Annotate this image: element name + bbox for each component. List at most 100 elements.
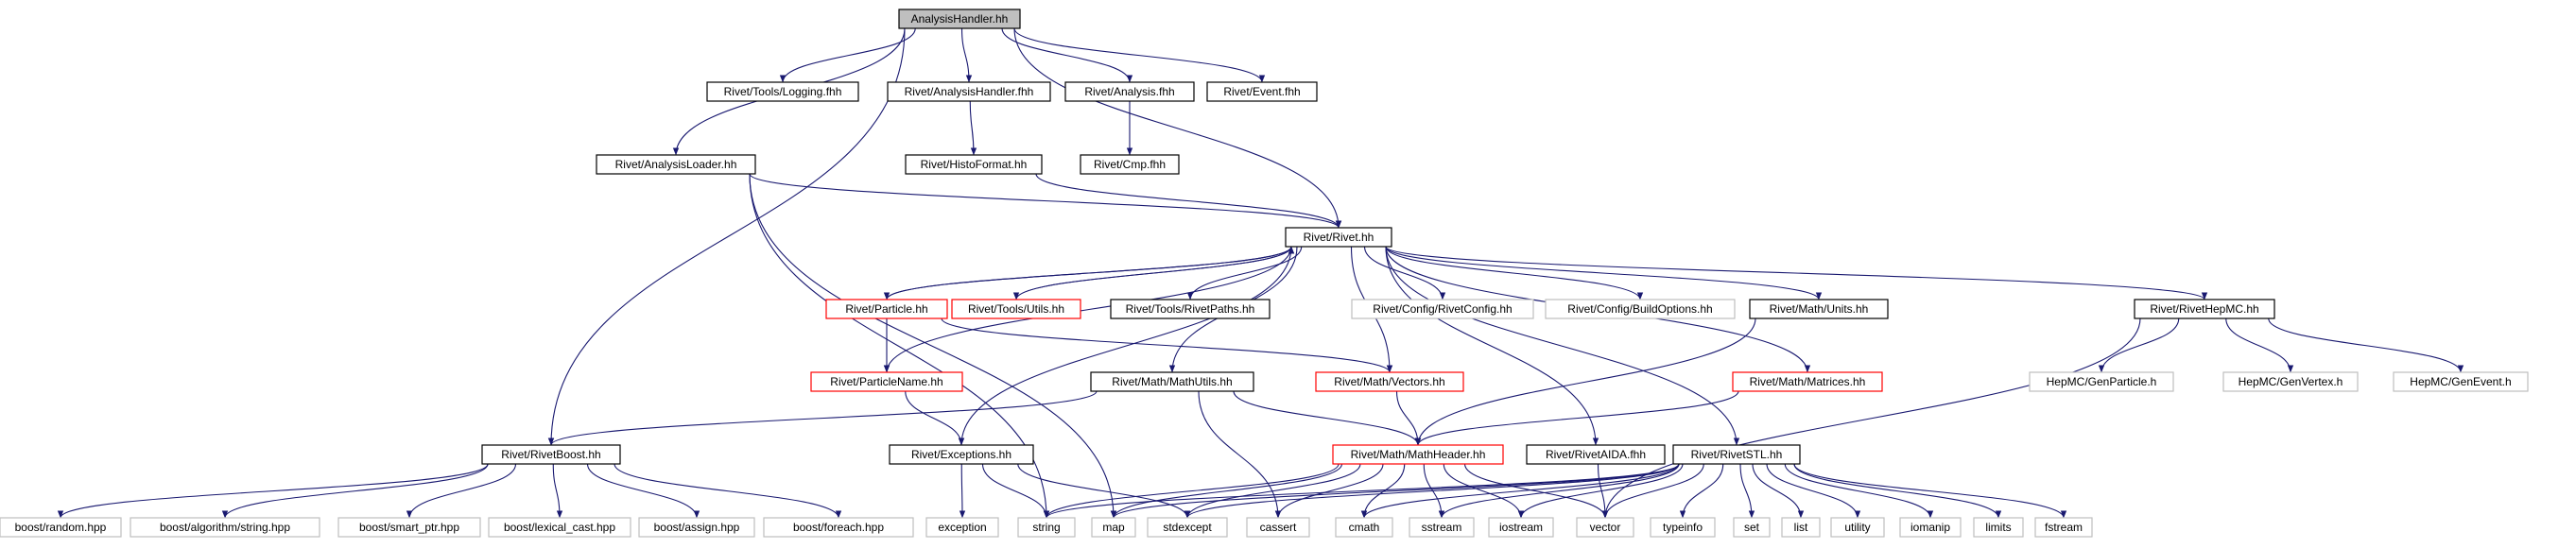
node-box [2134, 299, 2275, 319]
edge-path [1017, 463, 1191, 519]
node-label: Rivet/Math/MathHeader.hh [1351, 448, 1486, 461]
nodes-layer: AnalysisHandler.hhRivet/Tools/Logging.fh… [0, 9, 2529, 538]
node-cmath: cmath [1335, 517, 1393, 538]
node-label: Rivet/RivetAIDA.fhh [1546, 448, 1646, 461]
node-stdexcept: stdexcept [1147, 517, 1228, 538]
node-label: Rivet/Particle.hh [845, 302, 927, 316]
node-label: Rivet/Math/Vectors.hh [1334, 375, 1444, 388]
node-box [1246, 517, 1310, 538]
node-boost-string: boost/algorithm/string.hpp [130, 517, 320, 538]
node-box [1973, 517, 2024, 538]
node-cmp-fhh[interactable]: Rivet/Cmp.fhh [1080, 154, 1180, 175]
node-matrices-hh[interactable]: Rivet/Math/Matrices.hh [1732, 371, 1883, 392]
node-label: Rivet/Tools/Logging.fhh [724, 85, 842, 98]
node-label: boost/lexical_cast.hpp [504, 521, 615, 534]
node-units-hh[interactable]: Rivet/Math/Units.hh [1749, 299, 1889, 319]
node-box [810, 371, 963, 392]
node-box [1147, 517, 1228, 538]
node-box [1899, 517, 1962, 538]
edge-analysishandler_hh-to-rivet_hh [1013, 27, 1342, 229]
node-exceptions-hh[interactable]: Rivet/Exceptions.hh [889, 444, 1034, 465]
edge-path [1360, 463, 1406, 519]
node-box [2222, 371, 2359, 392]
edge-mathutils_hh-to-mathheader_hh [1233, 390, 1422, 446]
edge-mathutils_hh-to-rivetboost_hh [547, 390, 1098, 446]
edge-mathheader_hh-to-vector [1463, 463, 1609, 519]
edge-path [941, 317, 1393, 373]
node-utils-hh[interactable]: Rivet/Tools/Utils.hh [951, 299, 1081, 319]
node-cassert: cassert [1246, 517, 1310, 538]
edge-path [1414, 317, 1756, 446]
node-fstream: fstream [2034, 517, 2093, 538]
node-box [1732, 371, 1883, 392]
node-box [1409, 517, 1475, 538]
edge-path [1360, 463, 1680, 519]
node-analysisloader-hh[interactable]: Rivet/AnalysisLoader.hh [596, 154, 756, 175]
node-box [596, 154, 756, 175]
edge-rivetstl_hh-to-vector [1601, 463, 1704, 519]
node-histoformat-hh[interactable]: Rivet/HistoFormat.hh [905, 154, 1043, 175]
node-label: cmath [1349, 521, 1380, 534]
node-particle-hh[interactable]: Rivet/Particle.hh [825, 299, 948, 319]
node-box [1830, 517, 1885, 538]
edge-path [969, 100, 977, 156]
node-analysishandler-fhh[interactable]: Rivet/AnalysisHandler.fhh [887, 81, 1051, 102]
node-rivet-hh[interactable]: Rivet/Rivet.hh [1285, 227, 1392, 248]
edge-rivet_hh-to-rivethepmc_hh [1385, 246, 2207, 300]
edge-path [1679, 463, 1724, 519]
edge-mathheader_hh-to-cassert [1274, 463, 1384, 519]
node-label: HepMC/GenVertex.h [2239, 375, 2343, 388]
node-analysishandler-hh[interactable]: AnalysisHandler.hh [898, 9, 1021, 29]
node-rivetaida-fhh[interactable]: Rivet/RivetAIDA.fhh [1526, 444, 1666, 465]
node-label: sstream [1422, 521, 1462, 534]
edge-mathheader_hh-to-map [1110, 463, 1343, 519]
node-box [1017, 517, 1076, 538]
node-box [1733, 517, 1771, 538]
node-analysis-fhh[interactable]: Rivet/Analysis.fhh [1064, 81, 1195, 102]
node-label: Rivet/HistoFormat.hh [921, 158, 1028, 171]
edge-rivetboost_hh-to-boost_string [221, 463, 489, 519]
node-buildoptions-hh: Rivet/Config/BuildOptions.hh [1545, 299, 1736, 319]
edge-mathheader_hh-to-cmath [1360, 463, 1406, 519]
edge-rivetstl_hh-to-sstream [1438, 463, 1680, 519]
node-label: Rivet/Math/Matrices.hh [1750, 375, 1866, 388]
node-rivetboost-hh[interactable]: Rivet/RivetBoost.hh [481, 444, 621, 465]
node-label: cassert [1260, 521, 1297, 534]
node-rivetstl-hh[interactable]: Rivet/RivetSTL.hh [1672, 444, 1801, 465]
edge-rivetstl_hh-to-limits [1793, 463, 2002, 519]
edge-path [1233, 390, 1422, 446]
node-rivetpaths-hh[interactable]: Rivet/Tools/RivetPaths.hh [1110, 299, 1271, 319]
node-particlename-hh[interactable]: Rivet/ParticleName.hh [810, 371, 963, 392]
edge-path [1385, 246, 2207, 300]
node-box [1545, 299, 1736, 319]
node-sstream: sstream [1409, 517, 1475, 538]
edge-mathheader_hh-to-stdexcept [1184, 463, 1361, 519]
node-mathheader-hh[interactable]: Rivet/Math/MathHeader.hh [1332, 444, 1504, 465]
node-logging-fhh[interactable]: Rivet/Tools/Logging.fhh [706, 81, 859, 102]
edge-path [1043, 463, 1680, 519]
edge-analysisloader_hh-to-rivet_hh [749, 173, 1342, 229]
edge-path [1385, 246, 1823, 300]
node-vectors-hh[interactable]: Rivet/Math/Vectors.hh [1315, 371, 1464, 392]
edge-path [1015, 246, 1295, 300]
node-label: set [1744, 521, 1760, 534]
node-box [2393, 371, 2529, 392]
node-box [1064, 81, 1195, 102]
node-box [1091, 517, 1136, 538]
edge-path [1013, 27, 1342, 229]
edge-rivetstl_hh-to-stdexcept [1184, 463, 1680, 519]
edge-path [57, 463, 489, 519]
node-limits: limits [1973, 517, 2024, 538]
node-event-fhh[interactable]: Rivet/Event.fhh [1206, 81, 1318, 102]
node-label: Rivet/Tools/RivetPaths.hh [1126, 302, 1255, 316]
node-genvertex-h: HepMC/GenVertex.h [2222, 371, 2359, 392]
node-label: AnalysisHandler.hh [911, 12, 1009, 26]
node-label: Rivet/ParticleName.hh [830, 375, 942, 388]
node-label: Rivet/RivetHepMC.hh [2150, 302, 2258, 316]
edge-path [2098, 317, 2180, 373]
edge-path [547, 390, 1098, 446]
node-rivethepmc-hh[interactable]: Rivet/RivetHepMC.hh [2134, 299, 2275, 319]
edge-exceptions_hh-to-stdexcept [1017, 463, 1191, 519]
node-mathutils-hh[interactable]: Rivet/Math/MathUtils.hh [1090, 371, 1254, 392]
node-label: Rivet/RivetSTL.hh [1691, 448, 1783, 461]
